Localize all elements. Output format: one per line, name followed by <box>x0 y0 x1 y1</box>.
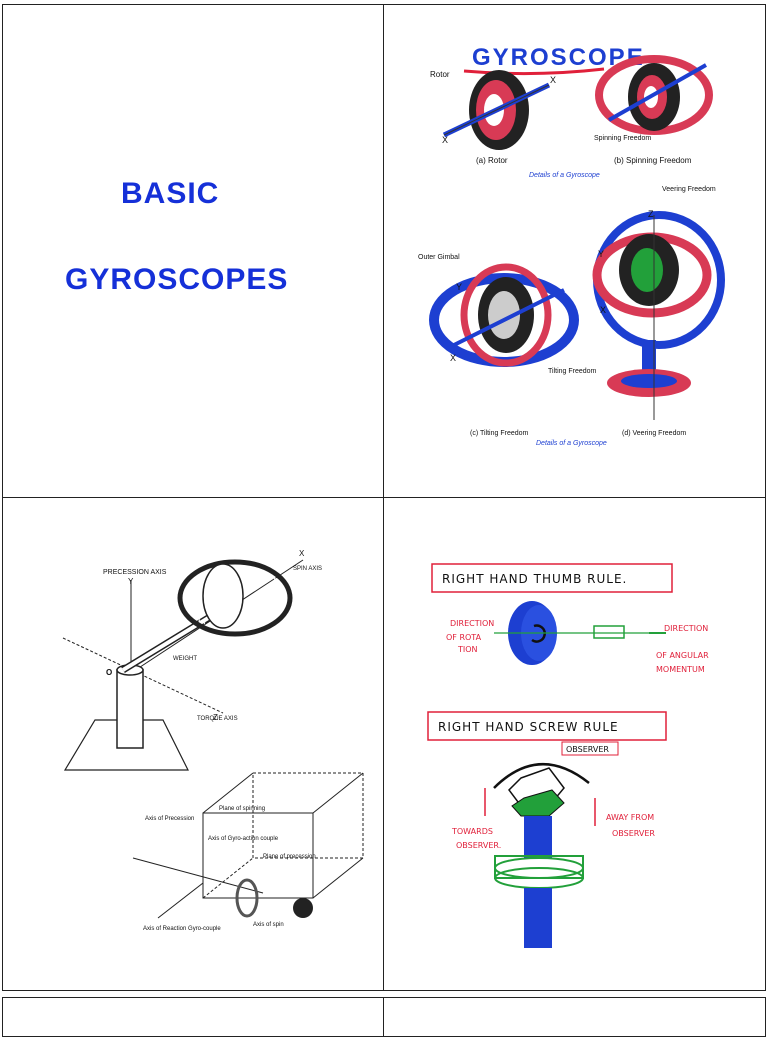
spinning-gimbal-drawing <box>595 55 713 135</box>
torque-axis-label: TORQUE AXIS <box>197 716 238 722</box>
origin-label: O <box>106 668 112 677</box>
screw-rule-title: RIGHT HAND SCREW RULE <box>438 720 619 734</box>
towards-observer-label: TOWARDS <box>451 827 493 836</box>
direction-rotation-label: DIRECTION <box>450 619 494 628</box>
spin-axis-label: SPIN AXIS <box>293 566 322 572</box>
slide-next-right <box>383 997 766 1037</box>
plane-spinning-label: Plane of spinning <box>219 806 265 812</box>
slide-precession: PRECESSION AXIS Y X SPIN AXIS WEIGHT O T… <box>2 497 384 991</box>
axis-y-label: Y <box>598 249 604 259</box>
away-observer-label: AWAY FROM <box>606 813 654 822</box>
caption-veering: (d) Veering Freedom <box>622 430 686 437</box>
precession-axis-label: PRECESSION AXIS <box>103 569 167 576</box>
direction-rotation-label-2: OF ROTA <box>446 633 482 642</box>
gyroscope-details-figure: GYROSCOPE Rotor X X (a) Rotor Spinning F… <box>418 44 725 447</box>
outer-gimbal-label: Outer Gimbal <box>418 254 460 261</box>
slide-title: BASIC GYROSCOPES <box>2 4 384 498</box>
away-observer-label-2: OBSERVER <box>612 829 655 838</box>
right-hand-rules-figure: RIGHT HAND THUMB RULE. DIRECTION OF ROTA… <box>427 563 709 948</box>
axis-y-label: Y <box>128 577 134 586</box>
axis-x-label: X <box>550 75 556 85</box>
caption-spinning: (b) Spinning Freedom <box>614 156 692 165</box>
axis-x-label: X <box>299 549 305 558</box>
axis-y-label: Y <box>456 282 462 292</box>
title-gyroscopes: GYROSCOPES <box>65 263 289 296</box>
slide-gyroscope-details: GYROSCOPE Rotor X X (a) Rotor Spinning F… <box>383 4 766 498</box>
veering-freedom-label: Veering Freedom <box>662 186 716 193</box>
plane-precession-label: Plane of precession <box>263 854 316 860</box>
axis-x-label: X <box>442 135 448 145</box>
axis-gyro-couple-label: Axis of Gyro-action couple <box>208 836 279 842</box>
axis-x-label: X <box>450 353 456 363</box>
caption-rotor: (a) Rotor <box>476 156 508 165</box>
direction-momentum-label-2: OF ANGULAR <box>656 651 709 660</box>
tilting-gimbal-drawing <box>429 263 579 367</box>
spinning-freedom-label: Spinning Freedom <box>594 135 651 142</box>
axis-reaction-label: Axis of Reaction Gyro-couple <box>143 926 221 932</box>
axis-x-label: X <box>600 305 606 315</box>
details-caption-top: Details of a Gyroscope <box>529 172 600 179</box>
rotor-label: Rotor <box>430 70 450 79</box>
rotor-drawing <box>442 70 551 150</box>
towards-observer-label-2: OBSERVER. <box>456 841 501 850</box>
direction-momentum-label: DIRECTION <box>664 624 708 633</box>
precession-cube-drawing <box>132 772 364 919</box>
screw-bolt-drawing <box>493 762 590 948</box>
veering-gyroscope-drawing <box>592 211 725 420</box>
weight-label: WEIGHT <box>173 656 197 662</box>
title-basic: BASIC <box>121 177 220 210</box>
details-caption-bottom: Details of a Gyroscope <box>536 440 607 447</box>
axis-z-label: Z <box>648 209 654 219</box>
axis-precession-label: Axis of Precession <box>145 816 194 822</box>
slide-right-hand-rules: RIGHT HAND THUMB RULE. DIRECTION OF ROTA… <box>383 497 766 991</box>
tilting-freedom-label: Tilting Freedom <box>548 368 597 375</box>
direction-rotation-label-3: TION <box>457 645 478 654</box>
caption-tilting: (c) Tilting Freedom <box>470 430 529 437</box>
precession-figure: PRECESSION AXIS Y X SPIN AXIS WEIGHT O T… <box>62 549 364 932</box>
thumb-rule-title: RIGHT HAND THUMB RULE. <box>442 572 627 586</box>
direction-momentum-label-3: MOMENTUM <box>656 665 705 674</box>
axis-spin-label: Axis of spin <box>253 922 284 928</box>
axis-z-label: Z <box>213 713 218 722</box>
slide-next-left <box>2 997 384 1037</box>
observer-label: OBSERVER <box>566 745 609 754</box>
